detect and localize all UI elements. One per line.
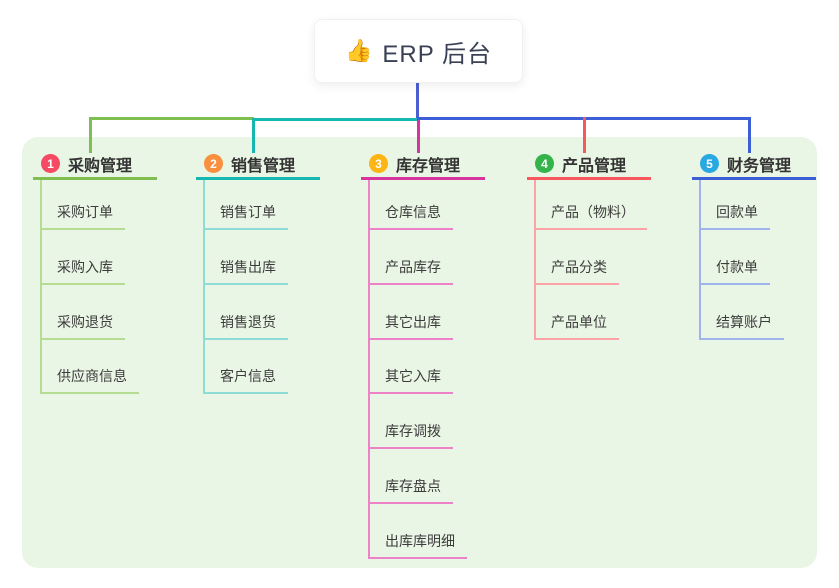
child-label: 产品库存 bbox=[385, 258, 441, 275]
child-node[interactable]: 产品单位 bbox=[534, 285, 619, 340]
branch-label: 销售管理 bbox=[231, 157, 296, 175]
branch-title[interactable]: 5 财务管理 bbox=[692, 150, 816, 180]
branch-children: 产品（物料） 产品分类 产品单位 bbox=[534, 180, 647, 340]
child-node[interactable]: 结算账户 bbox=[699, 285, 784, 340]
branch-children: 采购订单 采购入库 采购退货 供应商信息 bbox=[40, 180, 139, 395]
connector-branch-1-h bbox=[89, 117, 254, 120]
branch-label: 产品管理 bbox=[562, 157, 627, 175]
child-node[interactable]: 产品（物料） bbox=[534, 180, 647, 230]
child-node[interactable]: 库存盘点 bbox=[368, 449, 453, 504]
branch-label: 采购管理 bbox=[68, 157, 133, 175]
branch-purchase: 1 采购管理 采购订单 采购入库 采购退货 供应商信息 bbox=[33, 150, 157, 395]
mindmap-canvas bbox=[22, 137, 817, 568]
branch-child-line bbox=[534, 180, 536, 340]
connector-branch-2-h bbox=[253, 118, 419, 121]
child-label: 回款单 bbox=[716, 204, 758, 220]
child-label: 采购订单 bbox=[57, 204, 113, 220]
trunk-line bbox=[416, 82, 419, 120]
child-node[interactable]: 库存调拨 bbox=[368, 394, 453, 450]
child-node[interactable]: 客户信息 bbox=[203, 340, 288, 395]
connector-branch-1-drop bbox=[89, 117, 92, 153]
child-label: 仓库信息 bbox=[385, 204, 441, 220]
branch-child-line bbox=[368, 180, 370, 559]
branch-title[interactable]: 2 销售管理 bbox=[196, 150, 320, 180]
connector-branch-3-drop bbox=[417, 120, 420, 153]
child-node[interactable]: 销售退货 bbox=[203, 285, 288, 340]
root-title: ERP 后台 bbox=[382, 40, 492, 68]
child-node[interactable]: 采购订单 bbox=[40, 180, 125, 230]
child-label: 付款单 bbox=[716, 258, 758, 275]
child-label: 供应商信息 bbox=[57, 368, 127, 385]
child-label: 销售出库 bbox=[220, 258, 276, 275]
root-node[interactable]: 👍 ERP 后台 bbox=[314, 19, 523, 83]
child-label: 产品（物料） bbox=[551, 204, 635, 220]
branch-children: 销售订单 销售出库 销售退货 客户信息 bbox=[203, 180, 288, 395]
branch-title[interactable]: 1 采购管理 bbox=[33, 150, 157, 180]
child-label: 出库库明细 bbox=[385, 532, 455, 549]
child-node[interactable]: 供应商信息 bbox=[40, 340, 139, 395]
child-label: 销售订单 bbox=[220, 204, 276, 220]
branch-badge: 3 bbox=[369, 154, 388, 173]
child-label: 库存盘点 bbox=[385, 477, 441, 494]
thumbs-up-icon: 👍 bbox=[345, 38, 373, 63]
child-node[interactable]: 其它出库 bbox=[368, 285, 453, 340]
child-label: 库存调拨 bbox=[385, 423, 441, 440]
branch-label: 财务管理 bbox=[727, 157, 792, 175]
connector-branch-5-drop bbox=[748, 117, 751, 153]
child-node[interactable]: 回款单 bbox=[699, 180, 770, 230]
child-node[interactable]: 销售订单 bbox=[203, 180, 288, 230]
child-label: 其它入库 bbox=[385, 368, 441, 385]
child-label: 产品分类 bbox=[551, 258, 607, 275]
branch-title[interactable]: 3 库存管理 bbox=[361, 150, 485, 180]
child-label: 客户信息 bbox=[220, 368, 276, 385]
child-node[interactable]: 产品库存 bbox=[368, 230, 453, 285]
child-node[interactable]: 销售出库 bbox=[203, 230, 288, 285]
child-node[interactable]: 付款单 bbox=[699, 230, 770, 285]
branch-badge: 1 bbox=[41, 154, 60, 173]
branch-badge: 4 bbox=[535, 154, 554, 173]
child-node[interactable]: 仓库信息 bbox=[368, 180, 453, 230]
branch-child-line bbox=[699, 180, 701, 340]
branch-sales: 2 销售管理 销售订单 销售出库 销售退货 客户信息 bbox=[196, 150, 320, 395]
branch-children: 仓库信息 产品库存 其它出库 其它入库 库存调拨 库存盘点 出库库明细 bbox=[368, 180, 467, 559]
branch-title[interactable]: 4 产品管理 bbox=[527, 150, 651, 180]
connector-branch-4-drop bbox=[583, 117, 586, 153]
child-node[interactable]: 其它入库 bbox=[368, 340, 453, 395]
child-node[interactable]: 采购退货 bbox=[40, 285, 125, 340]
child-label: 采购入库 bbox=[57, 258, 113, 275]
branch-child-line bbox=[203, 180, 205, 394]
branch-children: 回款单 付款单 结算账户 bbox=[699, 180, 784, 340]
branch-badge: 5 bbox=[700, 154, 719, 173]
connector-branch-2-drop bbox=[252, 118, 255, 153]
child-label: 产品单位 bbox=[551, 313, 607, 330]
child-label: 结算账户 bbox=[716, 313, 772, 330]
child-node[interactable]: 出库库明细 bbox=[368, 504, 467, 559]
child-label: 采购退货 bbox=[57, 313, 113, 330]
child-node[interactable]: 采购入库 bbox=[40, 230, 125, 285]
child-node[interactable]: 产品分类 bbox=[534, 230, 619, 285]
branch-badge: 2 bbox=[204, 154, 223, 173]
child-label: 销售退货 bbox=[220, 313, 276, 330]
branch-child-line bbox=[40, 180, 42, 394]
branch-label: 库存管理 bbox=[396, 157, 461, 175]
child-label: 其它出库 bbox=[385, 313, 441, 330]
branch-finance: 5 财务管理 回款单 付款单 结算账户 bbox=[692, 150, 816, 340]
branch-inventory: 3 库存管理 仓库信息 产品库存 其它出库 其它入库 库存调拨 库存盘点 出库库… bbox=[361, 150, 485, 559]
branch-product: 4 产品管理 产品（物料） 产品分类 产品单位 bbox=[527, 150, 651, 340]
